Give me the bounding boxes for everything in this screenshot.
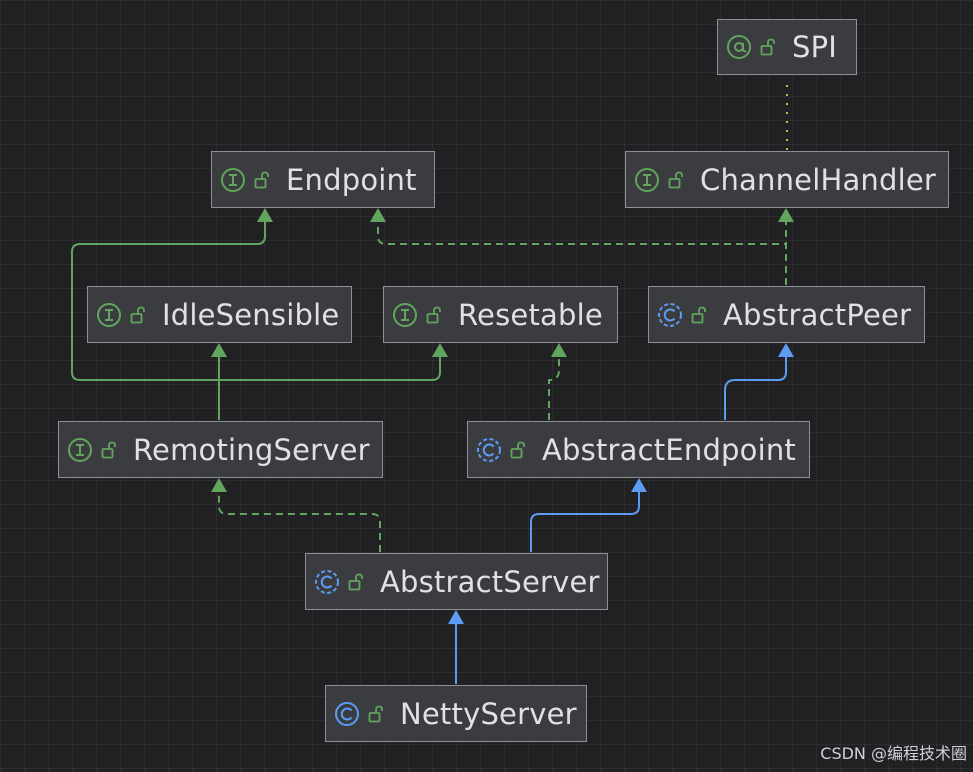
edge-abstractendpoint-resetable — [548, 357, 560, 420]
interface-icon — [393, 302, 417, 327]
node-label: AbstractServer — [380, 564, 600, 599]
interface-icon — [97, 302, 121, 327]
unlocked-icon — [691, 306, 706, 323]
node-spi[interactable]: SPI — [717, 19, 857, 75]
annotation-icon — [727, 35, 751, 59]
edge-abstractserver-remotingserver — [218, 492, 381, 552]
node-label: SPI — [792, 30, 838, 64]
unlocked-icon — [368, 705, 383, 722]
unlocked-icon — [510, 441, 525, 458]
unlocked-icon — [668, 171, 683, 188]
edge-remotingserver-endpoint — [71, 222, 266, 420]
arrow-abstractserver — [448, 610, 464, 624]
node-label: ChannelHandler — [700, 162, 937, 197]
node-label: RemotingServer — [133, 432, 370, 467]
node-abstractpeer[interactable]: AbstractPeer — [648, 286, 925, 343]
node-abstractserver[interactable]: AbstractServer — [305, 553, 608, 610]
arrow-abstractpeer — [778, 343, 794, 357]
edge-abstractendpoint-abstractpeer — [724, 357, 787, 420]
node-label: Endpoint — [286, 162, 417, 197]
unlocked-icon — [760, 38, 775, 56]
node-idlesensible[interactable]: IdleSensible — [87, 286, 352, 343]
node-label: AbstractEndpoint — [542, 432, 797, 467]
unlocked-icon — [426, 306, 441, 323]
edge-abstractserver-abstractendpoint — [530, 492, 640, 552]
arrow-idlesensible — [211, 343, 227, 357]
node-resetable[interactable]: Resetable — [383, 286, 618, 343]
arrow-channelhandler — [778, 208, 794, 222]
node-endpoint[interactable]: Endpoint — [211, 151, 435, 208]
unlocked-icon — [254, 171, 269, 188]
node-remotingserver[interactable]: RemotingServer — [58, 421, 383, 478]
node-label: NettyServer — [400, 696, 577, 731]
arrow-remotingserver — [211, 478, 227, 492]
abstract-class-icon — [658, 302, 682, 327]
edge-remotingserver-resetable — [219, 357, 441, 381]
edge-abstractpeer-endpoint — [377, 222, 787, 285]
interface-icon — [221, 167, 245, 192]
arrow-endpoint-dashed — [370, 208, 386, 222]
unlocked-icon — [348, 573, 363, 590]
arrow-endpoint-solid — [257, 208, 273, 222]
unlocked-icon — [101, 441, 116, 458]
abstract-class-icon — [477, 437, 501, 462]
class-icon — [335, 701, 359, 726]
node-label: Resetable — [458, 297, 603, 332]
node-abstractendpoint[interactable]: AbstractEndpoint — [467, 421, 810, 478]
interface-icon — [635, 167, 659, 192]
abstract-class-icon — [315, 569, 339, 594]
node-channelhandler[interactable]: ChannelHandler — [625, 151, 949, 208]
node-nettyserver[interactable]: NettyServer — [325, 685, 587, 742]
unlocked-icon — [130, 306, 145, 323]
node-label: IdleSensible — [162, 297, 340, 332]
arrow-resetable-solid — [432, 343, 448, 357]
watermark: CSDN @编程技术圈 — [820, 744, 967, 763]
arrow-resetable-dashed — [551, 343, 567, 357]
arrow-abstractendpoint — [631, 478, 647, 492]
interface-icon — [68, 437, 92, 462]
node-label: AbstractPeer — [723, 297, 912, 332]
